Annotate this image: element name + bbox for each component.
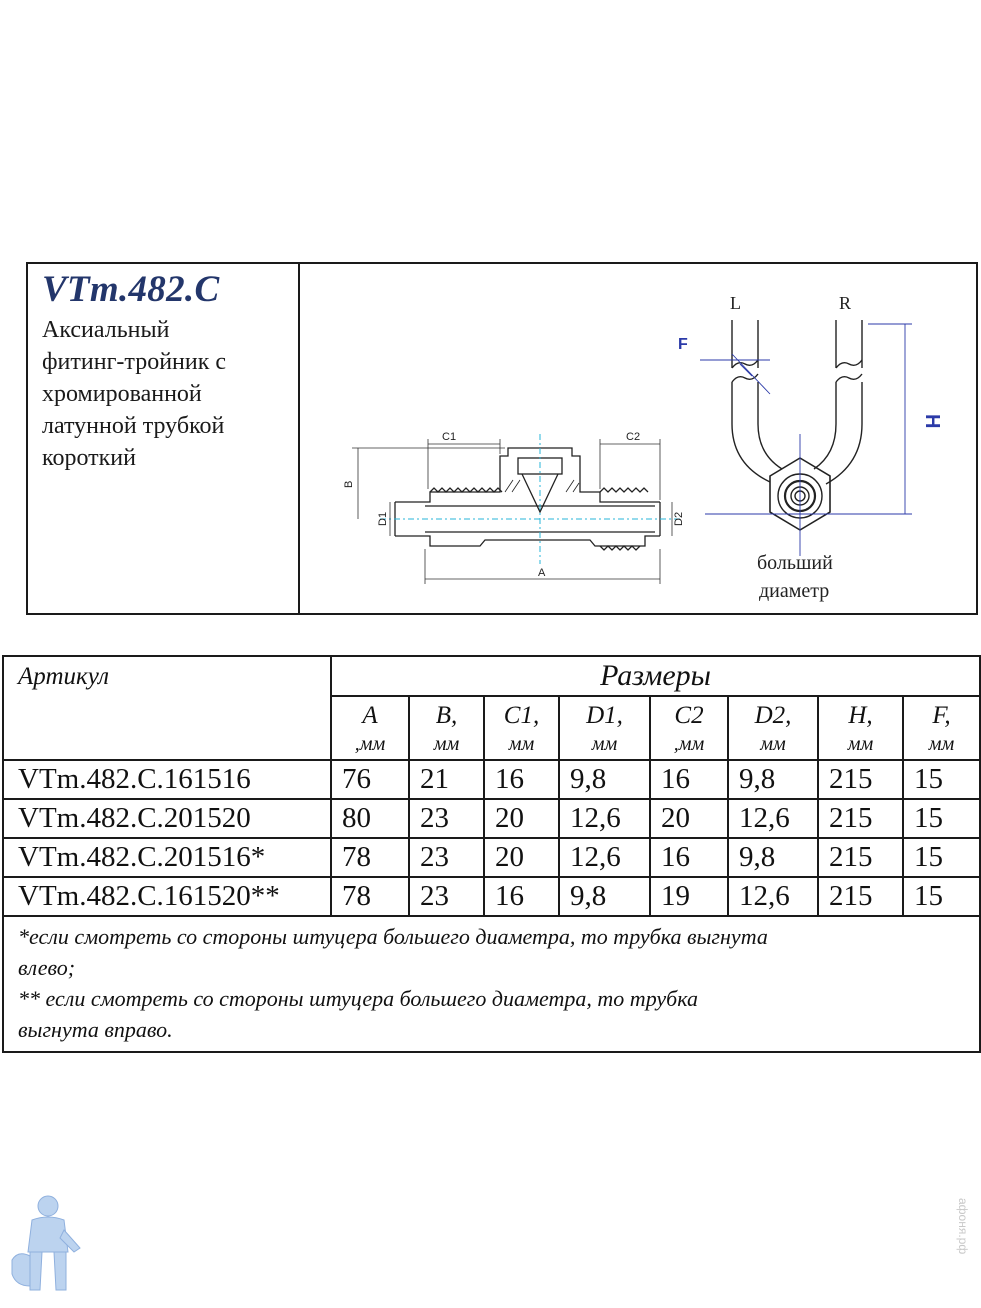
column-header: D1,мм [558,695,651,761]
product-header: VTm.482.C Аксиальный фитинг-тройник с хр… [26,262,978,615]
caption-line-2: диаметр [759,580,829,602]
value-cell: 80 [330,798,410,839]
table-row: VTm.482.C.201516* 78 23 20 12,6 16 9,8 2… [2,837,981,878]
product-description: Аксиальный фитинг-тройник с хромированно… [42,314,298,474]
value-cell: 9,8 [558,876,651,917]
value-cell: 19 [649,876,729,917]
value-cell: 78 [330,876,410,917]
value-cell: 12,6 [558,837,651,878]
column-header-row: A,мм B,мм C1,мм D1,мм C2,мм D2,мм H,мм F… [3,695,981,761]
value-cell: 76 [330,759,410,800]
table-row: VTm.482.C.201520 80 23 20 12,6 20 12,6 2… [2,798,981,839]
tee-side-view [394,447,661,551]
value-cell: 20 [649,798,729,839]
value-cell: 215 [817,837,904,878]
u-tube-view [731,320,863,531]
footnotes: *если смотреть со стороны штуцера больше… [1,915,981,1053]
value-cell: 9,8 [727,759,819,800]
dim-label-f: F [678,336,688,353]
dim-label-d2: D2 [673,512,685,526]
dim-label-h: H [921,414,943,428]
table-row: VTm.482.C.161520** 78 23 16 9,8 19 12,6 … [2,876,981,917]
column-header: A,мм [330,695,410,761]
value-cell: 215 [817,798,904,839]
table-row: VTm.482.C.161516 76 21 16 9,8 16 9,8 215… [2,759,981,800]
column-header: C1,мм [483,695,560,761]
dim-label-l: L [730,293,741,313]
dim-label-a: A [538,567,546,579]
column-header: H,мм [817,695,904,761]
description-line: латунной трубкой [42,413,225,439]
article-cell: VTm.482.C.201520 [2,798,332,839]
dim-label-c2: C2 [626,431,640,443]
header-row: Артикул Размеры [2,655,981,761]
value-cell: 16 [649,759,729,800]
article-cell: VTm.482.C.161516 [2,759,332,800]
value-cell: 21 [408,759,485,800]
product-info: VTm.482.C Аксиальный фитинг-тройник с хр… [28,264,300,613]
value-cell: 78 [330,837,410,878]
notes-row: *если смотреть со стороны штуцера больше… [1,915,981,1053]
value-cell: 12,6 [558,798,651,839]
value-cell: 15 [901,798,981,839]
value-cell: 16 [649,837,729,878]
fitting-drawing-svg: C1 C2 B D1 D2 A [343,293,943,602]
description-line: короткий [42,445,136,471]
value-cell: 15 [901,837,981,878]
value-cell: 23 [408,876,485,917]
value-cell: 16 [483,876,560,917]
tee-dimension-labels: C1 C2 B D1 D2 A [343,431,685,579]
u-tube-dimensions [700,323,912,556]
value-cell: 215 [817,876,904,917]
tee-center-lines [380,434,680,564]
column-header: B,мм [408,695,485,761]
dimensions-table: Артикул Размеры A,мм B,мм C1,мм D1,мм C2… [1,655,981,1053]
plumber-mascot-icon [11,1195,81,1291]
value-cell: 16 [483,759,560,800]
footnote-line: ** если смотреть со стороны штуцера боль… [18,986,698,1011]
dim-label-c1: C1 [442,431,456,443]
dim-label-b: B [343,481,355,488]
value-cell: 12,6 [727,798,819,839]
dim-label-d1: D1 [377,512,389,526]
column-header: D2,мм [727,695,819,761]
header-article: Артикул [2,655,332,761]
value-cell: 12,6 [727,876,819,917]
caption-line-1: больший [757,552,833,574]
value-cell: 215 [817,759,904,800]
article-cell: VTm.482.C.161520** [2,876,332,917]
description-line: Аксиальный [42,317,170,343]
column-header: F,мм [901,695,981,761]
value-cell: 20 [483,837,560,878]
header-dimensions: Размеры [329,655,981,697]
value-cell: 23 [408,837,485,878]
value-cell: 20 [483,798,560,839]
u-tube-labels: L R F H больший диаметр [678,293,943,602]
value-cell: 9,8 [727,837,819,878]
tee-dimensions [352,439,673,584]
value-cell: 15 [901,876,981,917]
footnote-line: *если смотреть со стороны штуцера больше… [18,924,768,949]
value-cell: 15 [901,759,981,800]
value-cell: 23 [408,798,485,839]
value-cell: 9,8 [558,759,651,800]
product-code: VTm.482.C [42,269,220,310]
column-header: C2,мм [649,695,729,761]
technical-drawing: C1 C2 B D1 D2 A [300,264,976,613]
description-line: фитинг-тройник с [42,349,227,375]
description-line: хромированной [42,381,202,407]
footnote-line: выгнута вправо. [18,1017,173,1042]
article-cell: VTm.482.C.201516* [2,837,332,878]
dim-label-r: R [839,293,851,313]
watermark-text: афоня.рф [956,1198,970,1255]
footnote-line: влево; [18,955,76,980]
